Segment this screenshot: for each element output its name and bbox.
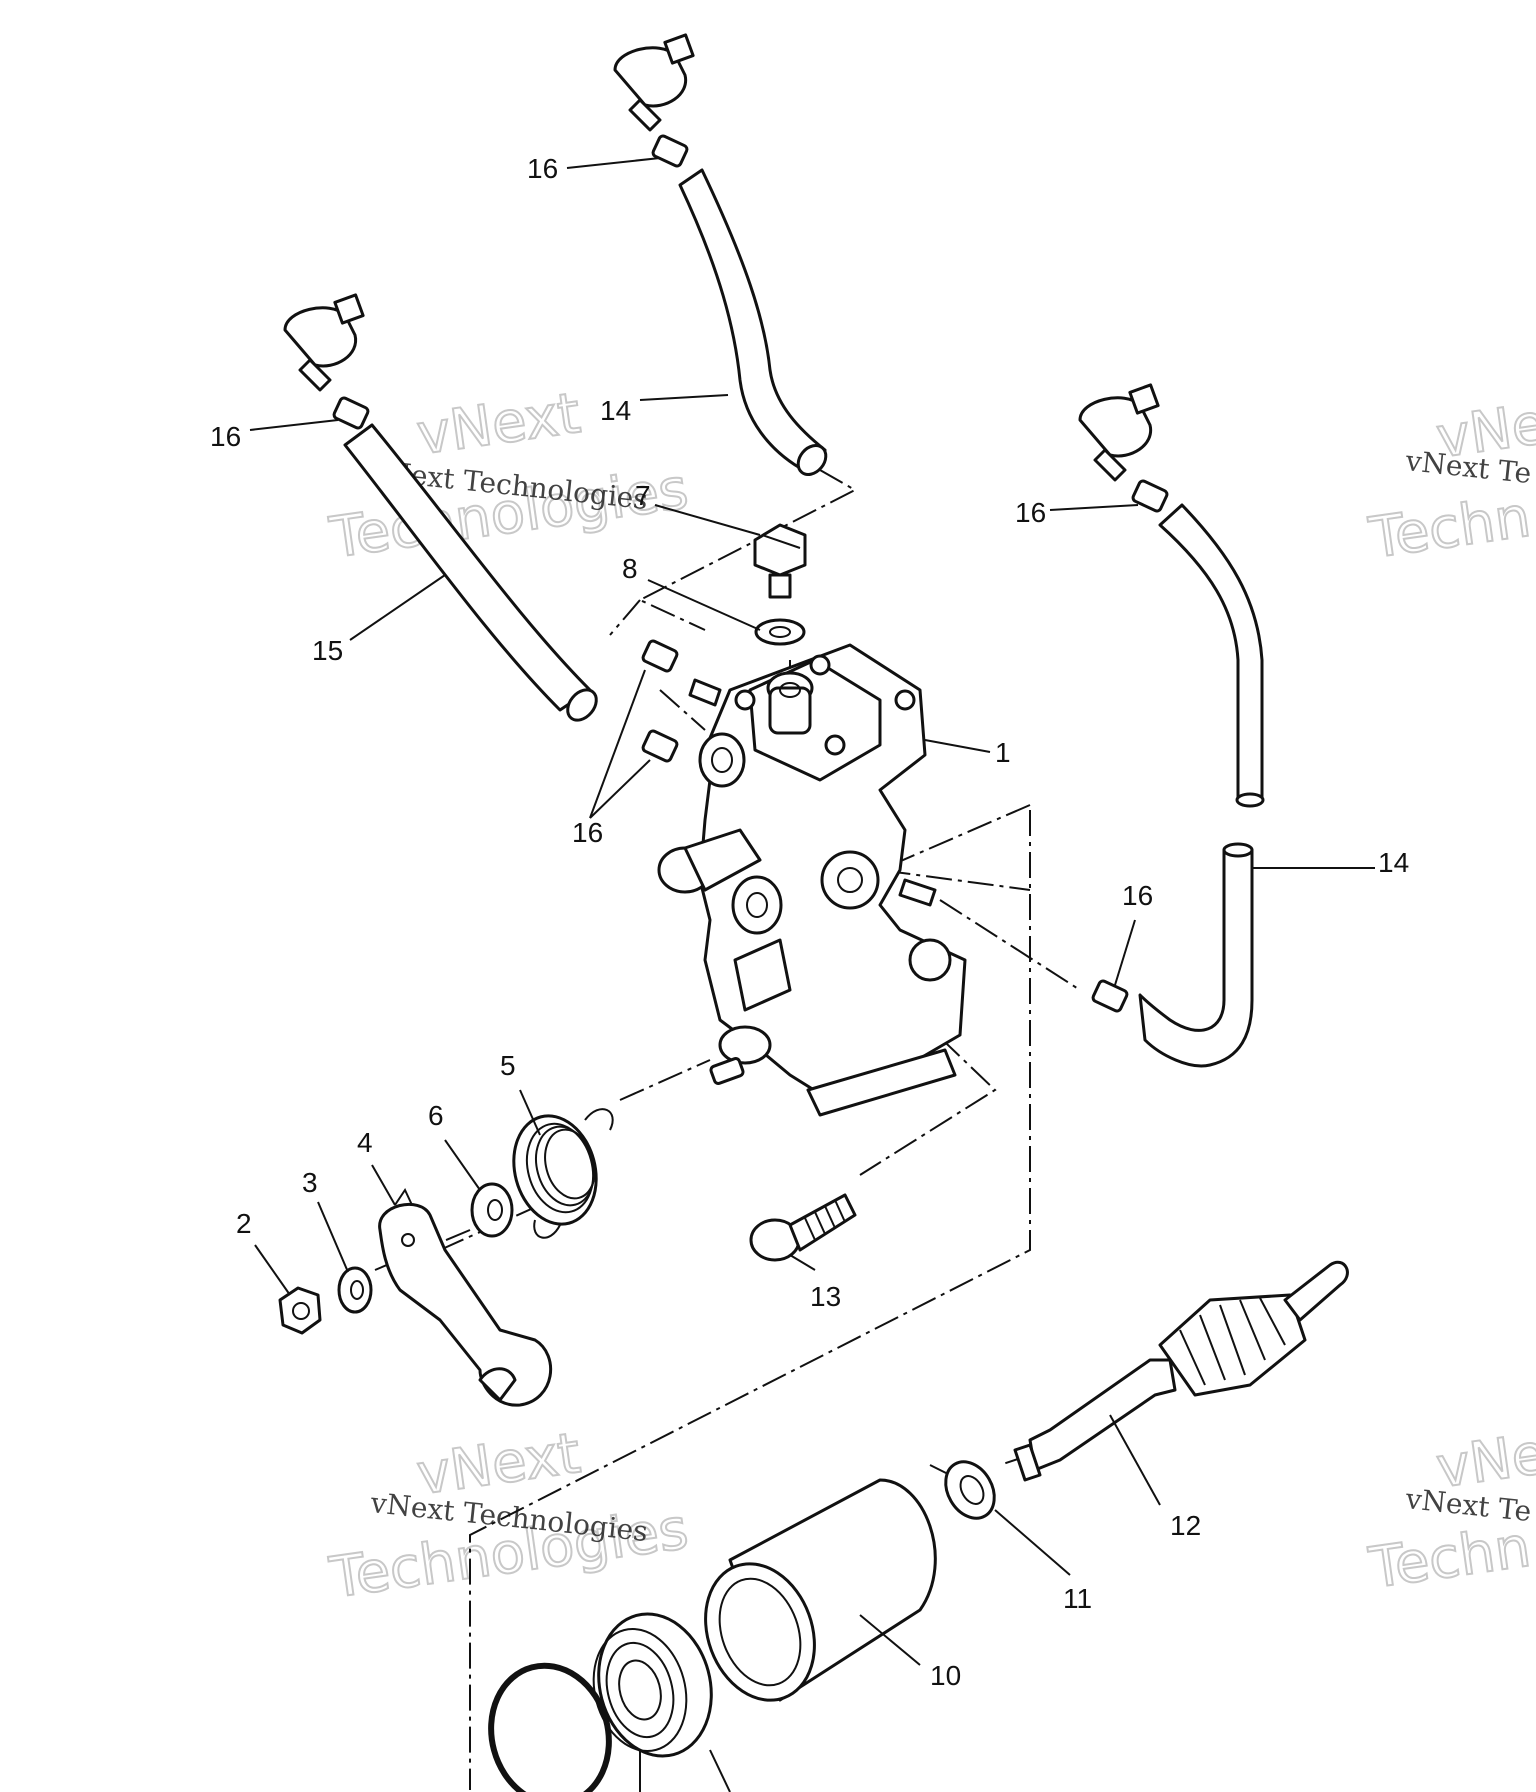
callout-14: 14 [600,395,631,426]
callout-2: 2 [236,1208,252,1239]
drive-gear-shaft [1013,1261,1349,1482]
washer-6 [470,1182,514,1238]
callout-14: 14 [1378,847,1409,878]
bleed-screw-washer [754,618,806,646]
watermark-technologies-lower-cut: Techn [1365,1515,1534,1602]
callout-5: 5 [500,1050,516,1081]
callout-16: 16 [1015,497,1046,528]
callout-13: 13 [810,1281,841,1312]
clamp-right-upper [1131,479,1169,513]
callout-15: 15 [312,635,343,666]
callout-6: 6 [428,1100,444,1131]
lock-washer-3 [337,1266,373,1314]
clamp-left [332,396,370,430]
callout-7: 7 [635,480,651,511]
torsion-spring [512,1108,614,1239]
watermark-vnext-lower-cut: vNe [1433,1421,1536,1501]
pump-lever [378,1187,552,1407]
clamp-top [651,134,689,168]
hose-right-upper [1158,503,1265,808]
callout-labels: 16 14 16 7 16 8 15 1 16 14 16 5 6 4 3 2 … [210,153,1409,1691]
hose-upper-middle [678,168,828,476]
hose-right-lower [1138,842,1254,1068]
bushing-10 [704,1478,937,1702]
clamp-right-lower [1091,979,1129,1013]
clamp-pump-upper [641,639,679,673]
callout-4: 4 [357,1127,373,1158]
thrust-washer-11 [944,1460,996,1520]
callout-11: 11 [1063,1583,1092,1614]
oil-pump-body [657,643,967,1117]
retaining-ring [488,1662,612,1792]
hose-left [343,423,598,722]
callout-1: 1 [995,737,1011,768]
watermark-vnext: vNext [413,381,584,468]
mounting-bolt [749,1193,857,1262]
callout-16: 16 [572,817,603,848]
watermark-vnext-cut: vNe [1433,391,1536,471]
callout-8: 8 [622,553,638,584]
hex-nut-2 [278,1286,322,1335]
leader-lines [249,157,1375,1792]
nipple-fitting-right [1078,383,1160,482]
callout-3: 3 [302,1167,318,1198]
nipple-fitting-left [283,293,365,392]
callout-16: 16 [210,421,241,452]
bleed-screw [753,523,807,599]
watermark-upper-right: vNe Techn [1364,390,1536,572]
clamp-pump-lower [641,729,679,763]
callout-10: 10 [930,1660,961,1691]
callout-16: 16 [527,153,558,184]
callout-16: 16 [1122,880,1153,911]
nipple-fitting-top [613,33,695,132]
oil-seal [592,1612,713,1758]
watermark-technologies-cut: Techn [1365,485,1534,572]
callout-12: 12 [1170,1510,1201,1541]
